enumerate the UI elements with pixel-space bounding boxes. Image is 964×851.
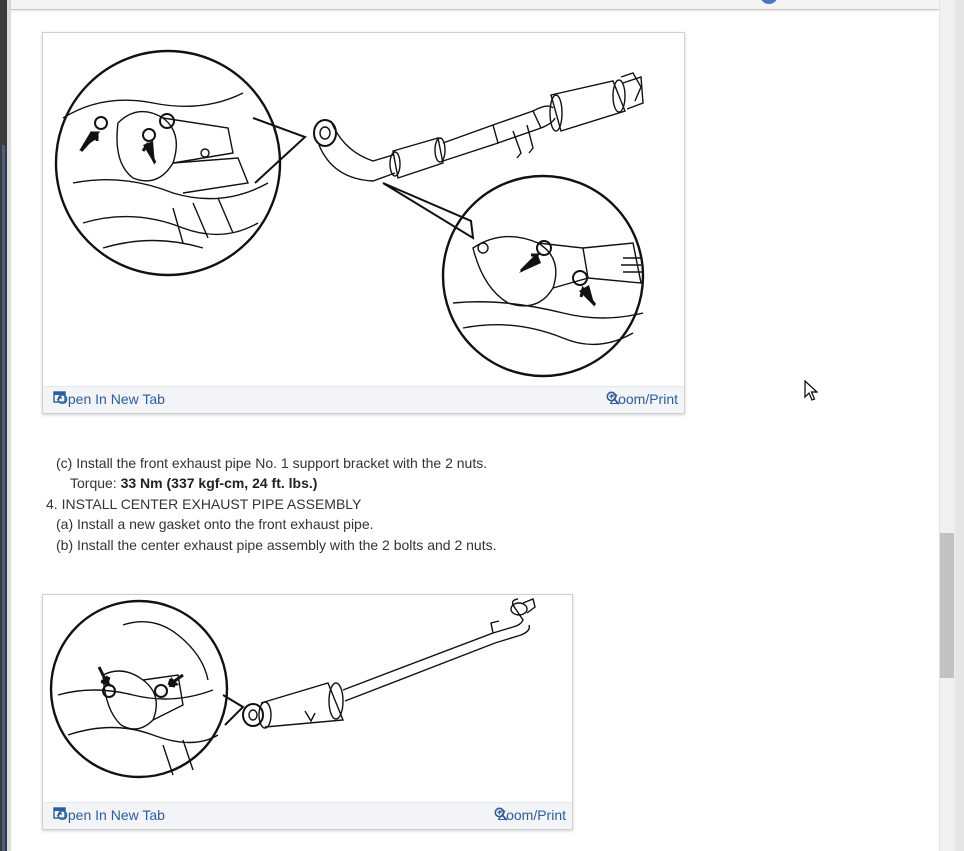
open-in-new-tab-link[interactable]: Open In New Tab: [53, 807, 165, 823]
top-avatar-icon[interactable]: [760, 0, 778, 4]
open-in-new-tab-label: Open In New Tab: [57, 807, 165, 823]
step-c-text: (c) Install the front exhaust pipe No. 1…: [56, 455, 488, 471]
top-toolbar-edge: [11, 0, 939, 10]
step-4-heading: 4. INSTALL CENTER EXHAUST PIPE ASSEMBLY: [46, 496, 362, 512]
window-left-inner-frame: [7, 0, 11, 851]
open-in-new-tab-label: Open In New Tab: [57, 391, 165, 407]
torque-value: 33 Nm (337 kgf-cm, 24 ft. lbs.): [120, 475, 318, 491]
zoom-print-link[interactable]: Zoom/Print: [494, 807, 566, 823]
scrollbar-thumb[interactable]: [940, 533, 954, 678]
mouse-pointer-icon: [804, 380, 818, 401]
zoom-print-link[interactable]: Zoom/Print: [606, 391, 678, 407]
zoom-print-label: Zoom/Print: [497, 807, 566, 823]
torque-line: Torque: 33 Nm (337 kgf-cm, 24 ft. lbs.): [70, 475, 317, 491]
figure-footer-bar: Open In New Tab Zoom/Print: [43, 802, 572, 829]
step-b-text: (b) Install the center exhaust pipe asse…: [56, 537, 497, 553]
window-right-frame: [955, 0, 964, 851]
center-exhaust-pipe-diagram: [49, 598, 536, 779]
window-left-accent: [2, 145, 5, 851]
figure-front-exhaust-pipe: Open In New Tab Zoom/Print: [42, 32, 685, 414]
figure-footer-bar: Open In New Tab Zoom/Print: [43, 386, 684, 413]
open-in-new-tab-link[interactable]: Open In New Tab: [53, 391, 165, 407]
torque-label: Torque:: [70, 475, 121, 491]
step-a-text: (a) Install a new gasket onto the front …: [56, 516, 374, 532]
front-exhaust-pipe-diagram: [54, 49, 645, 378]
figure-center-exhaust-pipe: Open In New Tab Zoom/Print: [42, 594, 573, 830]
zoom-print-label: Zoom/Print: [609, 391, 678, 407]
